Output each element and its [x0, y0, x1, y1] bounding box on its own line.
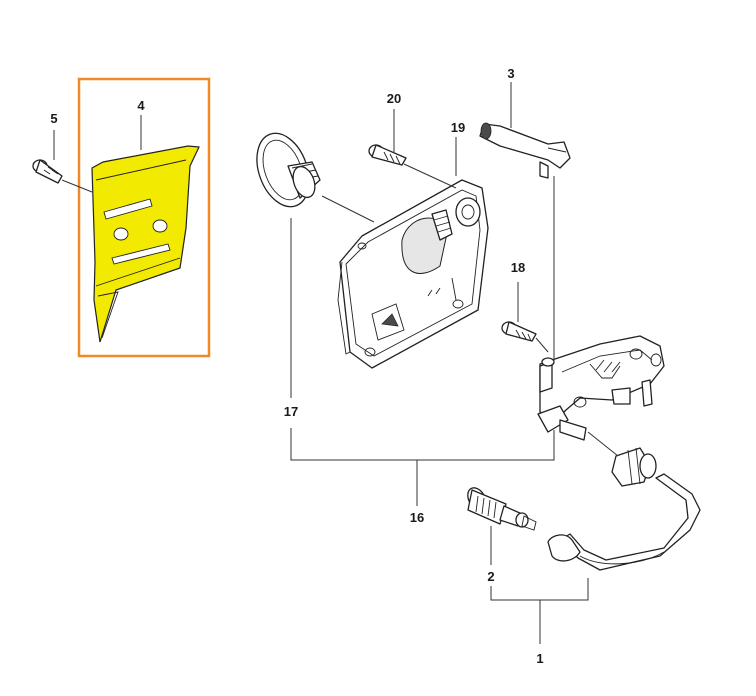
callout-4[interactable]: 4	[137, 98, 145, 113]
leader-17-plate	[321, 195, 375, 223]
callout-20[interactable]: 20	[387, 91, 401, 106]
callout-1[interactable]: 1	[536, 651, 543, 666]
highlight-frame[interactable]	[77, 77, 211, 358]
callout-3[interactable]: 3	[507, 66, 514, 81]
part-20-screw[interactable]	[368, 144, 407, 166]
part-19-cover-plate[interactable]	[337, 179, 489, 369]
part-3-lever[interactable]	[479, 122, 571, 179]
leader-4-screw	[61, 179, 93, 193]
callout-5[interactable]: 5	[50, 111, 57, 126]
leader-20-plate	[403, 163, 457, 189]
part-18-screw[interactable]	[501, 321, 537, 342]
bracket-16	[290, 428, 555, 461]
part-4-guide-plate[interactable]	[91, 145, 200, 343]
part-5-screw[interactable]	[32, 159, 63, 184]
bracket-1	[490, 578, 589, 601]
callout-19[interactable]: 19	[451, 120, 465, 135]
leader-18-pump	[535, 337, 549, 353]
callout-16[interactable]: 16	[410, 510, 424, 525]
callout-18[interactable]: 18	[511, 260, 525, 275]
part-16-oil-pump[interactable]	[537, 335, 665, 441]
callout-2[interactable]: 2	[487, 569, 494, 584]
leader-pump-hose	[587, 431, 619, 457]
part-1-oil-hose[interactable]	[547, 447, 701, 571]
callout-17[interactable]: 17	[284, 404, 298, 419]
leader-lines	[53, 82, 619, 644]
part-2-oil-filter[interactable]	[464, 485, 537, 531]
callout-labels: 1 2 3 4 5 16 17 18 19 20	[50, 66, 543, 666]
part-17-sleeve[interactable]	[247, 126, 321, 214]
